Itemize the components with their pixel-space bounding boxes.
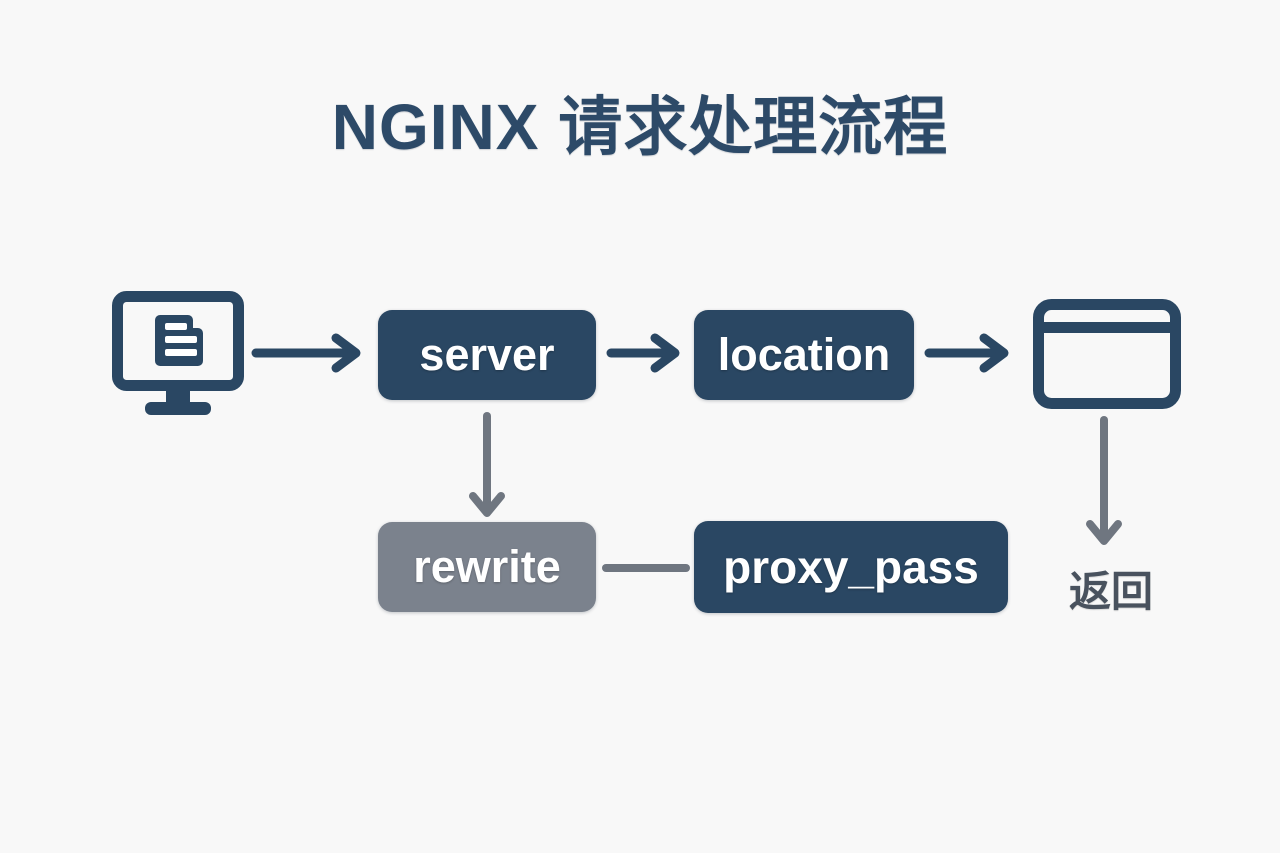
node-location-label: location [717, 329, 891, 380]
document-icon [155, 315, 203, 366]
arrow-location-to-browser [924, 333, 1009, 373]
node-location: location [694, 310, 914, 400]
arrow-browser-to-return [1086, 416, 1122, 545]
browser-window-icon [1033, 299, 1181, 409]
return-label: 返回 [1068, 568, 1153, 615]
arrow-server-to-rewrite [469, 412, 505, 517]
arrow-client-to-server [251, 333, 361, 373]
node-server: server [378, 310, 596, 400]
node-rewrite: rewrite [378, 522, 596, 612]
node-proxy-pass-label: proxy_pass [723, 541, 979, 593]
node-proxy-pass: proxy_pass [694, 521, 1008, 613]
page-title: NGINX 请求处理流程 [331, 91, 949, 163]
node-server-label: server [419, 329, 555, 380]
arrow-server-to-location [606, 333, 680, 373]
node-rewrite-label: rewrite [413, 541, 561, 592]
client-monitor-icon [112, 291, 244, 415]
connector-rewrite-to-proxy-pass [602, 564, 690, 572]
